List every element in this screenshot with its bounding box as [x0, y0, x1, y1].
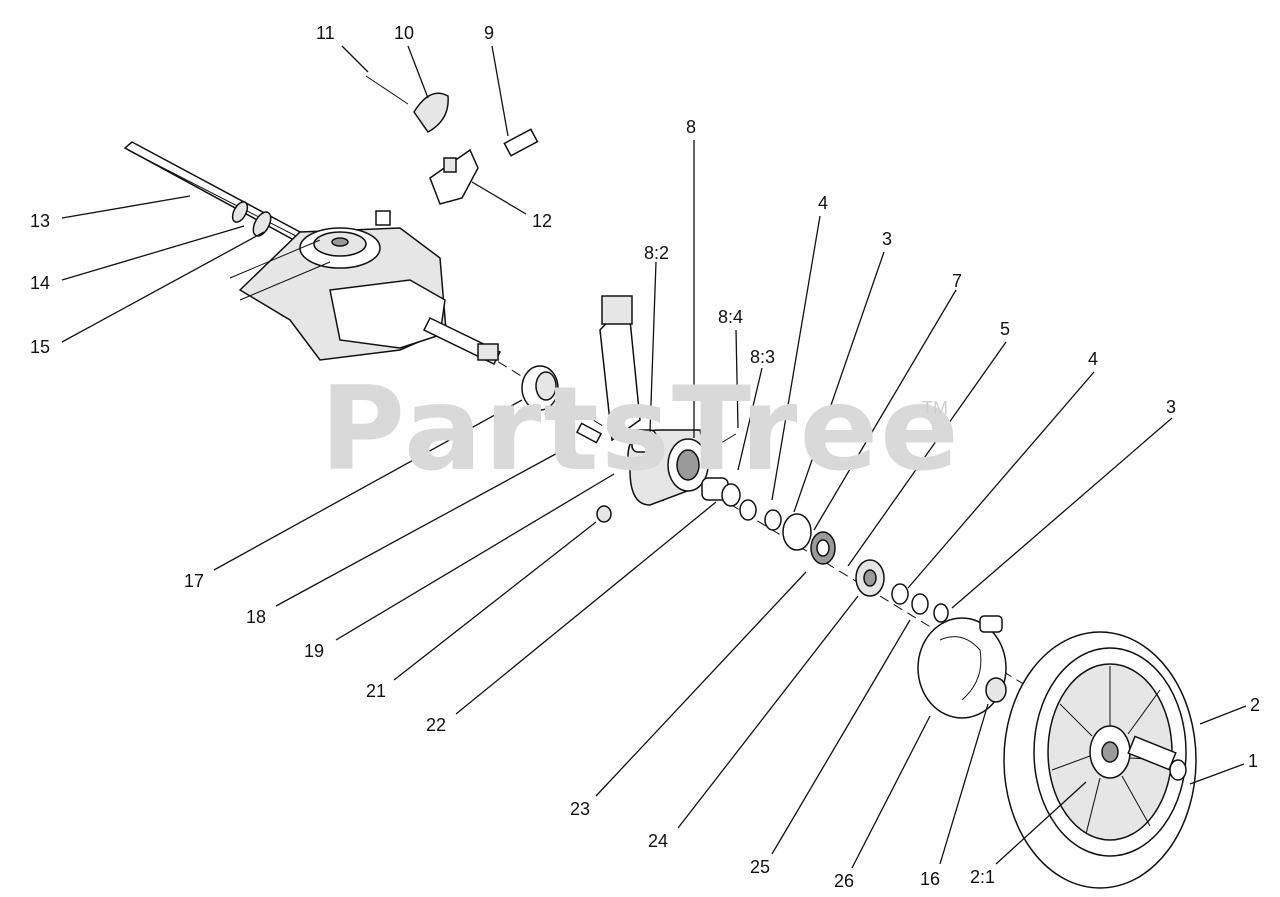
transmission-gearcase[interactable] — [229, 210, 502, 365]
callout-23[interactable]: 23 — [570, 799, 591, 819]
washers-bearings[interactable] — [739, 499, 836, 565]
callout-18[interactable]: 18 — [246, 607, 267, 627]
callout-8[interactable]: 8 — [686, 117, 697, 137]
callout-9[interactable]: 9 — [484, 23, 495, 43]
callout-12[interactable]: 12 — [532, 211, 553, 231]
callout-24[interactable]: 24 — [648, 831, 669, 851]
callout-5[interactable]: 5 — [1000, 319, 1011, 339]
callout-19[interactable]: 19 — [304, 641, 325, 661]
callout-1[interactable]: 1 — [1248, 751, 1259, 771]
callout-25[interactable]: 25 — [750, 857, 771, 877]
leader-lines — [61, 45, 1247, 869]
small-hardware[interactable] — [575, 422, 741, 523]
callout-8-4[interactable]: 8:4 — [718, 307, 744, 327]
gear-cover[interactable] — [917, 615, 1007, 719]
washer[interactable] — [891, 583, 909, 605]
callout-3[interactable]: 3 — [882, 229, 893, 249]
callout-2-1[interactable]: 2:1 — [970, 867, 996, 887]
pinion-gear[interactable] — [855, 559, 885, 597]
callout-4[interactable]: 4 — [818, 193, 829, 213]
callout-10[interactable]: 10 — [394, 23, 415, 43]
washer[interactable] — [933, 603, 949, 623]
callout-15[interactable]: 15 — [30, 337, 51, 357]
callout-16[interactable]: 16 — [920, 869, 941, 889]
callout-3[interactable]: 3 — [1166, 397, 1177, 417]
callout-14[interactable]: 14 — [30, 273, 51, 293]
rear-wheel[interactable] — [1003, 631, 1197, 889]
callout-8-3[interactable]: 8:3 — [750, 347, 776, 367]
callout-17[interactable]: 17 — [184, 571, 205, 591]
bolt[interactable] — [503, 128, 539, 157]
callout-26[interactable]: 26 — [834, 871, 855, 891]
drive-shaft[interactable] — [123, 141, 302, 241]
callout-2[interactable]: 2 — [1250, 695, 1261, 715]
callout-4[interactable]: 4 — [1088, 349, 1099, 369]
bushing[interactable] — [521, 365, 559, 411]
cable-knob[interactable] — [413, 92, 449, 133]
callout-7[interactable]: 7 — [952, 271, 963, 291]
partstree-watermark: PartsTree — [320, 362, 961, 497]
height-adjuster-bracket[interactable] — [599, 295, 709, 506]
callout-11[interactable]: 11 — [316, 23, 335, 43]
washer[interactable] — [911, 593, 929, 615]
callout-22[interactable]: 22 — [426, 715, 447, 735]
callout-21[interactable]: 21 — [366, 681, 387, 701]
cable-pin[interactable] — [365, 75, 409, 105]
callout-13[interactable]: 13 — [30, 211, 51, 231]
shift-fork[interactable] — [429, 148, 479, 205]
callout-8-2[interactable]: 8:2 — [644, 243, 670, 263]
trademark-symbol: TM — [922, 398, 948, 418]
